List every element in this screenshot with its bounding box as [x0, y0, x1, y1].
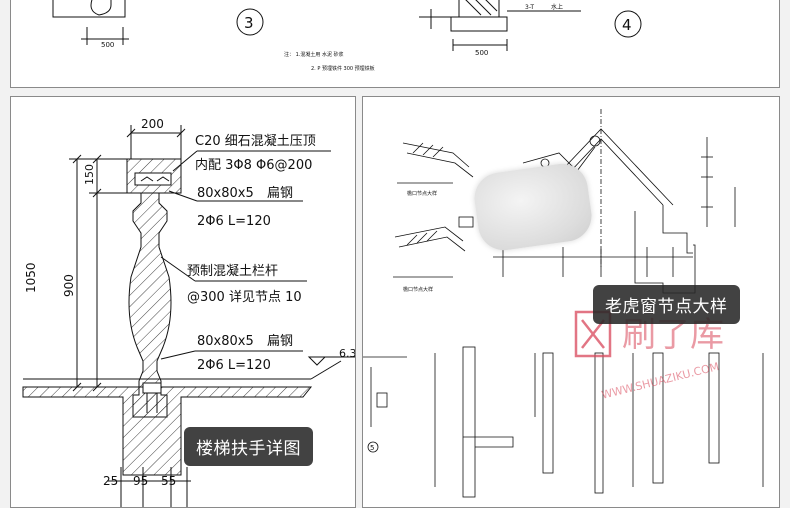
label-rod-1: 2Φ6 L=120: [197, 214, 271, 229]
window-jamb-4: [708, 352, 720, 464]
section-circle-3: [236, 8, 264, 36]
label-neipei: 内配 3Φ8 Φ6@200: [195, 157, 312, 173]
section-number-4: 4: [622, 16, 632, 34]
dormer-window-caption: 老虎窗节点大样: [593, 285, 740, 324]
dim-55: 55: [161, 474, 176, 488]
dormer-wall: [634, 211, 696, 294]
window-jamb-3: [594, 352, 604, 494]
label-rod-2: 2Φ6 L=120: [197, 358, 271, 373]
dim-1050: 1050: [24, 262, 38, 293]
stair-handrail-drawing: 200 150 1050 900 C20 细石混凝土压顶 内配 3Φ8 Φ6@2…: [22, 117, 355, 507]
label-spacing: @300 详见节点 10: [187, 290, 302, 305]
eave-detail-2: [394, 226, 466, 252]
top-dim-right: 500: [475, 49, 488, 57]
top-left-block: [52, 0, 126, 18]
top-left-shape: [90, 0, 112, 16]
section-circle-5: [367, 441, 379, 453]
small-label-2: 檐口节点大样: [403, 286, 433, 293]
level-mark: [307, 356, 327, 366]
top-dim-left: 500: [101, 41, 114, 49]
top-note-label: 3-T: [525, 4, 534, 11]
label-flat-steel-2: 扁钢: [267, 334, 293, 349]
section-number-5: 5: [370, 444, 374, 452]
small-label-1: 檐口节点大样: [407, 190, 437, 197]
label-steel-2: 80x80x5: [197, 334, 254, 349]
window-jamb-2: [542, 352, 554, 474]
top-footing: [450, 16, 508, 32]
top-notes-line1: 注： 1.混凝土用 水泥 砂浆: [284, 51, 344, 58]
level-value: 6.3: [339, 347, 355, 360]
section-number-3: 3: [244, 14, 254, 32]
label-c20: C20 细石混凝土压顶: [195, 133, 316, 149]
dim-200: 200: [141, 117, 164, 131]
dim-900: 900: [62, 274, 76, 297]
label-baluster: 预制混凝土栏杆: [187, 263, 278, 279]
top-notes-line2: 2. P 预埋铁件 300 预埋铁板: [311, 65, 375, 72]
dim-150: 150: [83, 164, 96, 185]
top-drawing-svg: 500 3 3-T 水上 500 4 注： 1.混凝土用 水泥 砂浆 2. P …: [52, 0, 642, 72]
top-note-2: 水上: [551, 3, 563, 11]
eave-detail-1: [402, 142, 474, 178]
label-flat-steel-1: 扁钢: [267, 186, 293, 201]
label-steel-1: 80x80x5: [197, 186, 254, 201]
top-drawing-panel: 500 3 3-T 水上 500 4 注： 1.混凝土用 水泥 砂浆 2. P …: [10, 0, 780, 88]
stair-slab: [22, 386, 313, 476]
window-jamb-1: [462, 346, 476, 498]
stair-handrail-caption: 楼梯扶手详图: [184, 427, 313, 466]
dim-95: 95: [133, 474, 148, 488]
dim-25: 25: [103, 474, 118, 488]
section-circle-4: [614, 10, 642, 38]
